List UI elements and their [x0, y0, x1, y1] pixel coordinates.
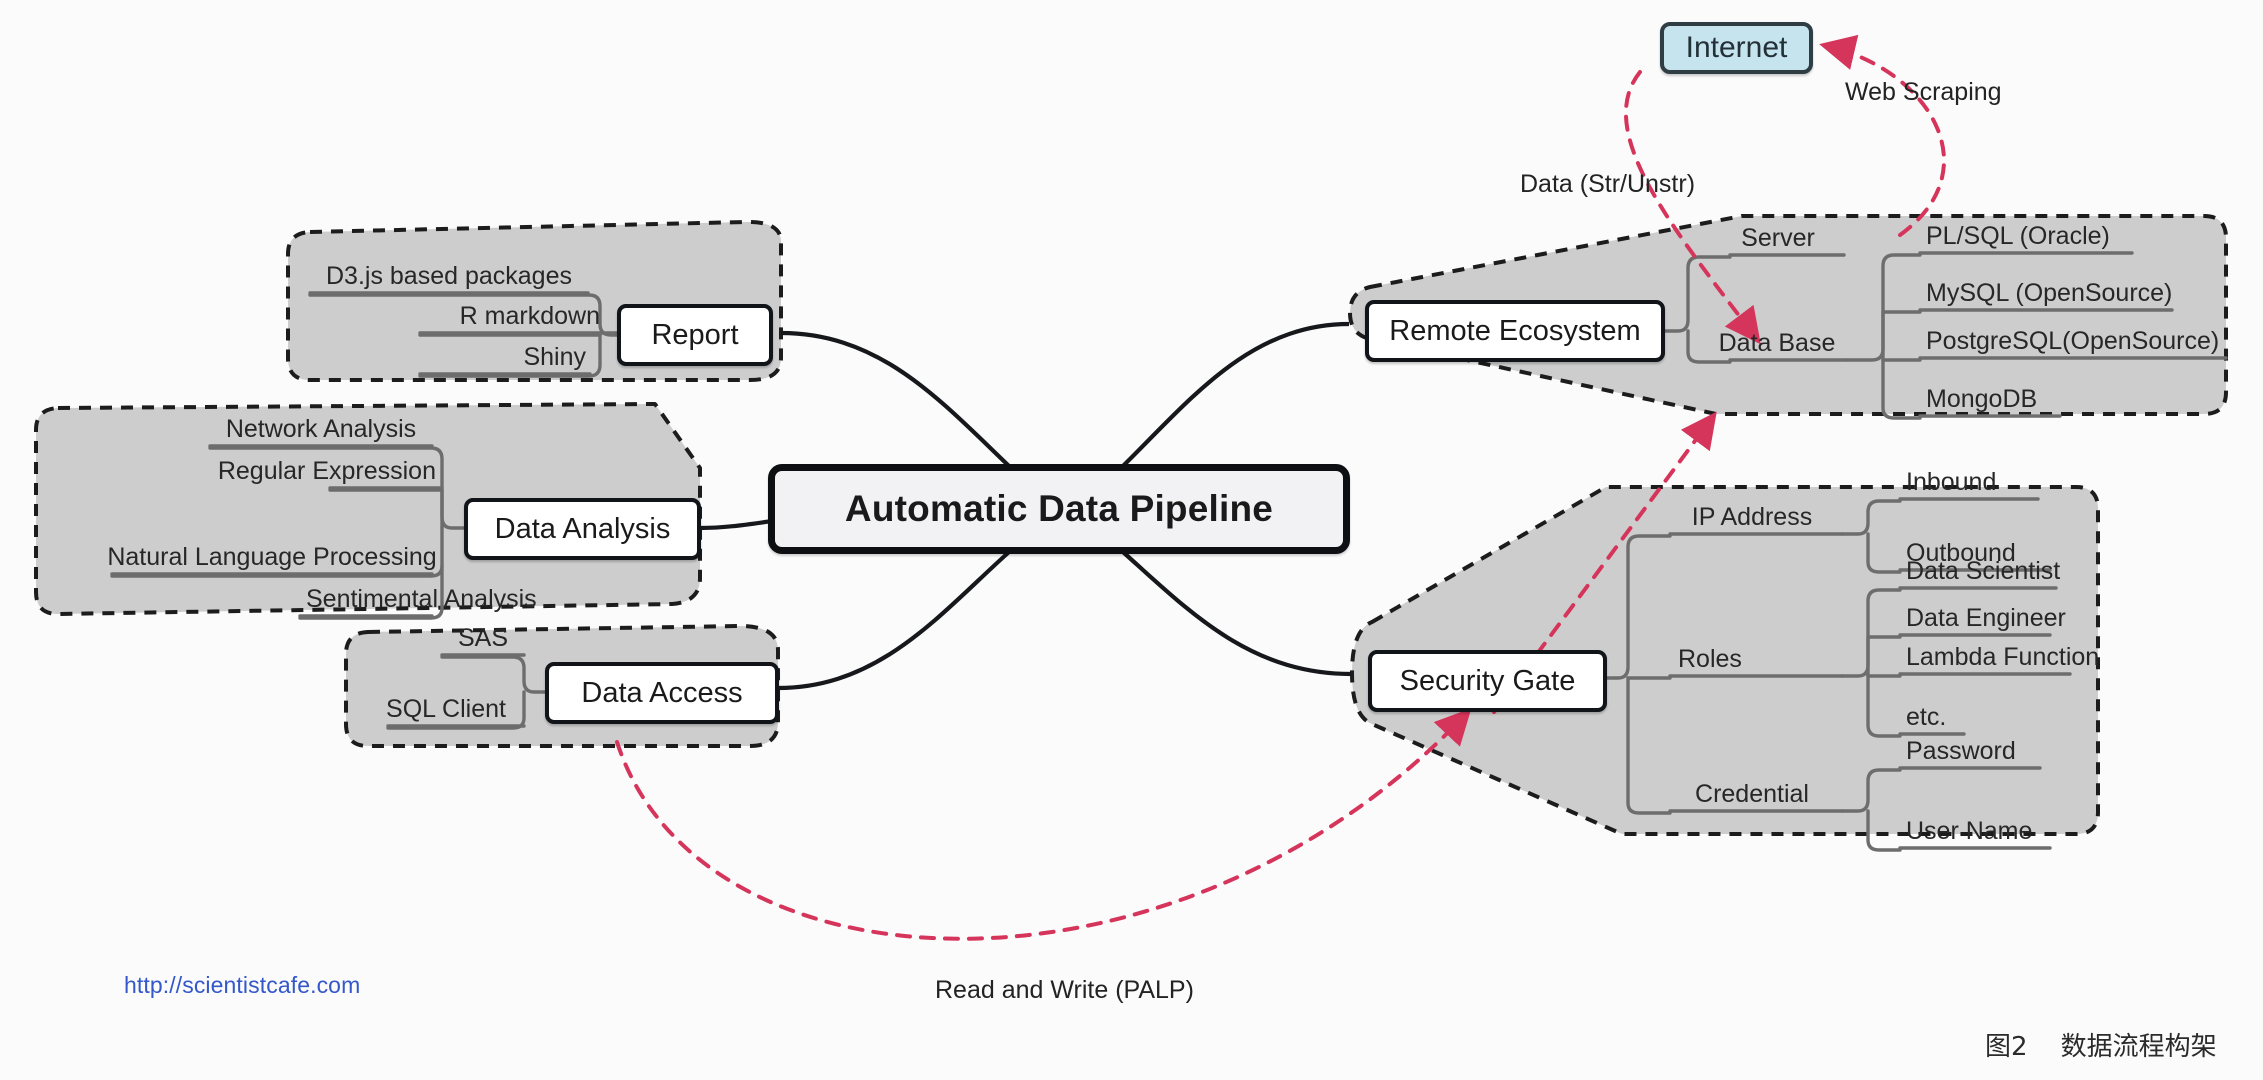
conn-db-leg-mysql: [1881, 310, 1922, 362]
leaf-password: Password: [1906, 737, 2016, 765]
source-url-link[interactable]: http://scientistcafe.com: [124, 972, 361, 998]
conn-da-leg-regex: [328, 488, 444, 530]
leaf-regular-expression: Regular Expression: [217, 457, 436, 485]
arrow-internet-to-database: [1623, 70, 1761, 345]
leaf-plsql-oracle: PL/SQL (Oracle): [1926, 222, 2110, 250]
cluster-security-gate: [1350, 485, 2100, 836]
conn-ip-leg-out: [1866, 532, 1902, 574]
arrow-dataaccess-to-securitygate: [615, 708, 1472, 941]
leaf-mysql-opensource: MySQL (OpenSource): [1926, 279, 2173, 307]
conn-da-leg-sent: [298, 564, 444, 620]
node-security-gate[interactable]: Security Gate: [1368, 650, 1607, 712]
conn-re-leg-db: [1686, 329, 1732, 364]
node-report[interactable]: Report: [617, 304, 773, 366]
leaf-inbound: Inbound: [1906, 468, 1997, 496]
node-data-analysis[interactable]: Data Analysis: [464, 498, 701, 560]
figure-caption: 图2 数据流程构架: [1985, 1032, 2217, 1062]
leaf-data-base: Data Base: [1718, 329, 1836, 357]
arrow-webscraping-to-internet: [1819, 34, 1946, 237]
cluster-remote-ecosystem: [1348, 214, 2228, 416]
conn-sg-spine: [1604, 534, 1672, 680]
leaf-user-name: User Name: [1906, 817, 2033, 845]
leaf-data-engineer: Data Engineer: [1906, 604, 2066, 632]
leaf-server: Server: [1741, 224, 1815, 252]
leaf-etc: etc.: [1906, 703, 1947, 731]
conn-ip-spine: [1840, 499, 1902, 536]
conn-cred-leg-user: [1866, 809, 1902, 852]
leaf-d3js-packages: D3.js based packages: [326, 262, 572, 290]
subtree-connectors: [110, 251, 2228, 852]
leaf-sentimental-analysis: Sentimental Analysis: [306, 585, 537, 613]
leaf-sql-client: SQL Client: [386, 695, 506, 723]
leaf-nlp: Natural Language Processing: [107, 543, 437, 571]
conn-roles-leg-etc: [1866, 674, 1902, 738]
conn-report-leg-shiny: [418, 333, 602, 378]
node-data-access[interactable]: Data Access: [545, 662, 779, 724]
leaf-postgresql-opensource: PostgreSQL(OpenSource): [1926, 327, 2220, 355]
cluster-data-analysis: [34, 402, 702, 616]
conn-roles-spine: [1840, 588, 1902, 678]
edge-label-read-and-write-palp: Read and Write (PALP): [935, 976, 1194, 1004]
leaf-sas: SAS: [457, 624, 509, 652]
conn-dacc-spine: [440, 655, 547, 694]
node-internet[interactable]: Internet: [1660, 22, 1813, 74]
curve-center-to-report: [780, 330, 1011, 468]
leaf-lambda-function: Lambda Function: [1906, 643, 2100, 671]
edge-label-web-scraping: Web Scraping: [1845, 78, 2002, 106]
conn-roles-leg-de: [1866, 635, 1902, 678]
leaf-data-scientist: Data Scientist: [1906, 557, 2061, 585]
node-remote-ecosystem[interactable]: Remote Ecosystem: [1365, 300, 1665, 362]
leaf-roles: Roles: [1678, 645, 1742, 673]
leaf-outbound: Outbound: [1906, 539, 2016, 567]
node-automatic-data-pipeline[interactable]: Automatic Data Pipeline: [768, 464, 1350, 554]
conn-db-spine: [1844, 253, 1922, 362]
conn-sg-leg-cred: [1626, 676, 1672, 815]
curve-center-to-security: [1121, 550, 1352, 677]
curve-center-to-remote: [1121, 321, 1350, 468]
conn-db-leg-mongo: [1881, 358, 1922, 420]
leaf-network-analysis: Network Analysis: [225, 415, 417, 443]
leaf-ip-address: IP Address: [1691, 503, 1813, 531]
conn-cred-spine: [1840, 768, 1902, 813]
leaf-r-markdown: R markdown: [459, 302, 600, 330]
edge-label-data-str-unstr: Data (Str/Unstr): [1520, 170, 1696, 198]
leaf-credential: Credential: [1695, 780, 1809, 808]
curve-center-to-data-access: [777, 550, 1011, 691]
leaf-mongodb: MongoDB: [1926, 385, 2038, 413]
leaf-shiny: Shiny: [523, 343, 586, 371]
